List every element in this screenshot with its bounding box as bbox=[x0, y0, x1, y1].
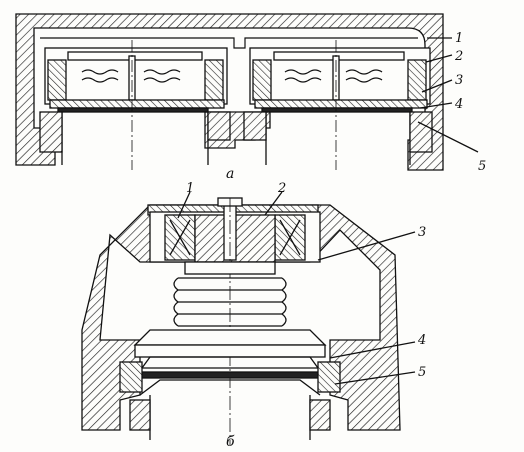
callout-a-2: 2 bbox=[454, 49, 463, 64]
figure-b-callouts: 1 2 3 4 5 б bbox=[186, 181, 426, 450]
callout-b-1: 1 bbox=[186, 181, 194, 196]
caption-a: а bbox=[226, 166, 234, 182]
callout-b-4: 4 bbox=[417, 333, 426, 348]
figure-a-callouts: 1 2 3 4 5 а bbox=[226, 31, 486, 182]
callout-b-5: 5 bbox=[418, 365, 426, 380]
callout-a-4: 4 bbox=[454, 97, 463, 112]
callout-a-1: 1 bbox=[455, 31, 463, 46]
unit-left bbox=[44, 40, 228, 170]
figure-a bbox=[15, 13, 479, 171]
figure-b bbox=[81, 191, 416, 445]
callout-a-3: 3 bbox=[455, 73, 463, 88]
callout-b-2: 2 bbox=[277, 181, 286, 196]
callout-b-3: 3 bbox=[418, 225, 426, 240]
caption-b: б bbox=[226, 434, 235, 450]
callout-a-5: 5 bbox=[478, 159, 486, 174]
bellows bbox=[173, 277, 287, 327]
unit-right bbox=[249, 40, 431, 170]
